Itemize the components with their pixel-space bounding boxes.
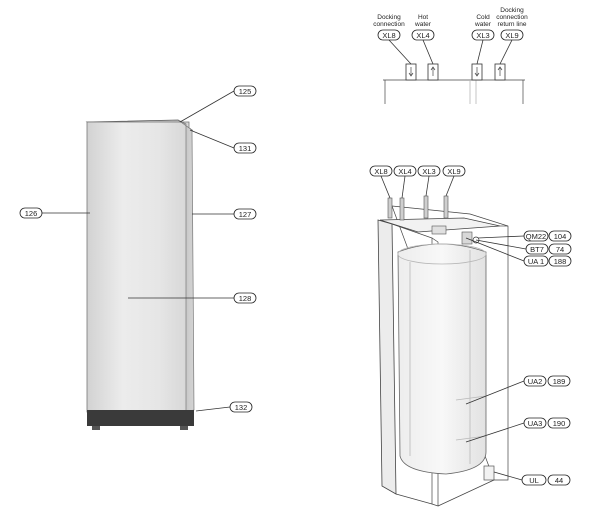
connection-label-xl8: Docking connection XL8 [373,14,405,41]
arrow-up-icon [497,66,503,76]
callout-131: 131 [233,142,257,154]
svg-text:Docking: Docking [377,14,401,21]
svg-text:131: 131 [239,144,252,153]
svg-text:XL9: XL9 [447,167,460,176]
svg-text:water: water [474,21,492,28]
svg-text:Cold: Cold [476,14,490,21]
arrow-down-icon [474,67,480,77]
interior-callout-xl3: XL3 [417,165,441,177]
svg-text:connection: connection [373,21,405,28]
part-callout-qm22: QM22 104 [523,230,572,242]
callout-132: 132 [229,401,253,413]
part-callout-ul: UL 44 [521,474,571,486]
svg-text:water: water [414,21,432,28]
svg-text:104: 104 [554,232,567,241]
interior-diagram [377,175,527,507]
part-callout-ua3: UA3 190 [523,417,571,429]
svg-text:Hot: Hot [418,14,428,21]
callout-125: 125 [233,85,257,97]
callout-127: 127 [233,208,257,220]
svg-text:44: 44 [555,476,563,485]
arrow-up-icon [430,66,436,76]
svg-text:125: 125 [239,87,252,96]
callout-126: 126 [19,207,43,219]
svg-text:XL4: XL4 [416,31,429,40]
svg-text:connection: connection [496,14,528,21]
svg-text:BT7: BT7 [530,245,544,254]
connection-label-xl3: Cold water XL3 [471,14,495,41]
svg-text:XL4: XL4 [398,167,411,176]
interior-pipe-xl3 [423,195,429,219]
svg-text:188: 188 [554,257,567,266]
svg-text:XL9: XL9 [505,31,518,40]
interior-callout-xl4: XL4 [393,165,417,177]
svg-text:189: 189 [553,377,566,386]
connection-label-xl4: Hot water XL4 [411,14,435,41]
svg-text:126: 126 [25,209,38,218]
connection-label-xl9: Docking connection return line XL9 [496,7,528,41]
cabinet-front-panel [86,121,190,413]
front-leaders [42,90,235,412]
cabinet-foot-right [180,426,188,430]
interior-callout-xl8: XL8 [369,165,393,177]
svg-text:UL: UL [529,476,539,485]
interior-left-panel [377,219,397,495]
svg-text:190: 190 [553,419,566,428]
svg-text:XL8: XL8 [382,31,395,40]
part-callout-ua1: UA 1 188 [523,255,572,267]
interior-pipe-xl9 [443,195,449,219]
svg-text:return line: return line [498,21,527,28]
interior-pipe-xl8 [387,197,393,219]
cabinet-foot-left [92,426,100,430]
connections-diagram: Docking connection XL8 Hot water XL4 Col… [373,7,528,104]
interior-callout-xl9: XL9 [442,165,466,177]
svg-text:UA 1: UA 1 [528,257,544,266]
svg-text:UA2: UA2 [528,377,543,386]
svg-text:XL8: XL8 [374,167,387,176]
svg-text:UA3: UA3 [528,419,543,428]
callout-128: 128 [233,292,257,304]
part-callout-bt7: BT7 74 [525,243,572,255]
svg-text:132: 132 [235,403,248,412]
arrow-down-icon [408,67,414,77]
svg-text:127: 127 [239,210,252,219]
part-callout-ua2: UA2 189 [523,375,571,387]
interior-pipe-xl4 [399,197,405,221]
svg-text:128: 128 [239,294,252,303]
svg-text:Docking: Docking [500,7,524,14]
svg-text:XL3: XL3 [422,167,435,176]
front-cabinet [85,119,195,430]
cabinet-base [87,410,194,426]
svg-text:XL3: XL3 [476,31,489,40]
svg-text:74: 74 [556,245,564,254]
svg-text:QM22: QM22 [526,232,546,241]
